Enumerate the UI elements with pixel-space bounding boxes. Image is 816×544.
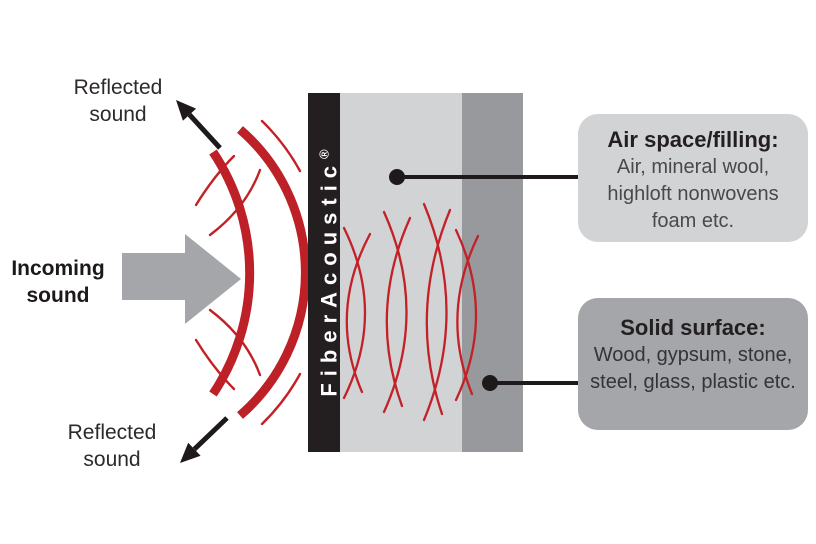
callout-connector-air: [389, 169, 580, 185]
echo-arc: [194, 154, 236, 207]
airspace-wave-arcs: [342, 202, 480, 422]
reflected-sound-label-bottom: Reflected sound: [67, 421, 157, 471]
wave-arc: [342, 226, 367, 400]
wavefront-arc-inner: [209, 149, 255, 397]
wave-arc: [456, 234, 480, 396]
wave-arc: [422, 202, 448, 422]
reflected-arrow-top-head: [176, 100, 197, 121]
wave-arc: [425, 208, 452, 416]
incoming-sound-arrow: [122, 234, 241, 324]
callout-solid-surface: Solid surface: Wood, gypsum, stone, stee…: [578, 298, 808, 430]
callout-solid-dot: [482, 375, 498, 391]
registered-trademark-symbol: ®: [316, 148, 331, 159]
reflected-arrow-bottom-shaft: [192, 416, 229, 452]
echo-arc: [194, 338, 236, 391]
fiberacoustic-panel-bar: [308, 93, 340, 452]
wave-arc: [382, 210, 408, 414]
incoming-sound-label: Incoming sound: [11, 257, 105, 307]
callout-solid-body: Wood, gypsum, stone, steel, glass, plast…: [590, 344, 796, 393]
callout-air-dot: [389, 169, 405, 185]
callout-connector-solid: [482, 375, 580, 391]
wave-arc: [385, 216, 412, 408]
wavefront-arc-outer: [237, 126, 310, 419]
callout-air-title: Air space/filling:: [607, 127, 779, 152]
callout-air-body: Air, mineral wool, highloft nonwovens fo…: [607, 156, 779, 232]
reflected-arrow-bottom-head: [180, 442, 201, 463]
wave-arc: [345, 232, 372, 394]
reflected-arrow-top-shaft: [187, 113, 222, 150]
callout-air-space: Air space/filling: Air, mineral wool, hi…: [578, 114, 808, 242]
reflected-wavefront-arcs: [209, 126, 310, 419]
reflected-arrow-top: [176, 100, 222, 150]
callout-solid-title: Solid surface:: [620, 315, 766, 340]
echo-arc: [260, 372, 302, 426]
echo-arc: [260, 119, 302, 173]
brand-name: FiberAcoustic: [316, 158, 341, 397]
reflected-sound-label-top: Reflected sound: [73, 76, 163, 126]
brand-vertical-text: FiberAcoustic®: [308, 93, 341, 452]
wave-arc: [454, 228, 478, 402]
reflected-arrow-bottom: [180, 416, 229, 463]
